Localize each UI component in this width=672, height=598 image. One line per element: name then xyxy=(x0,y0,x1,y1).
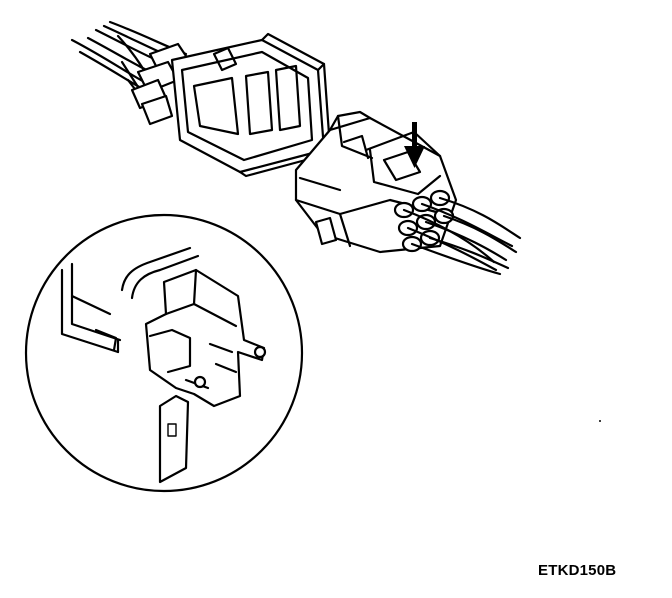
stray-mark xyxy=(599,420,601,422)
figure-code-label: ETKD150B xyxy=(538,562,617,579)
right-wire-bundle xyxy=(402,196,522,276)
left-wire-boots xyxy=(130,42,192,126)
connector-male-housing xyxy=(170,32,332,178)
press-direction-arrow xyxy=(404,122,425,168)
lock-tab-detail xyxy=(24,213,304,493)
